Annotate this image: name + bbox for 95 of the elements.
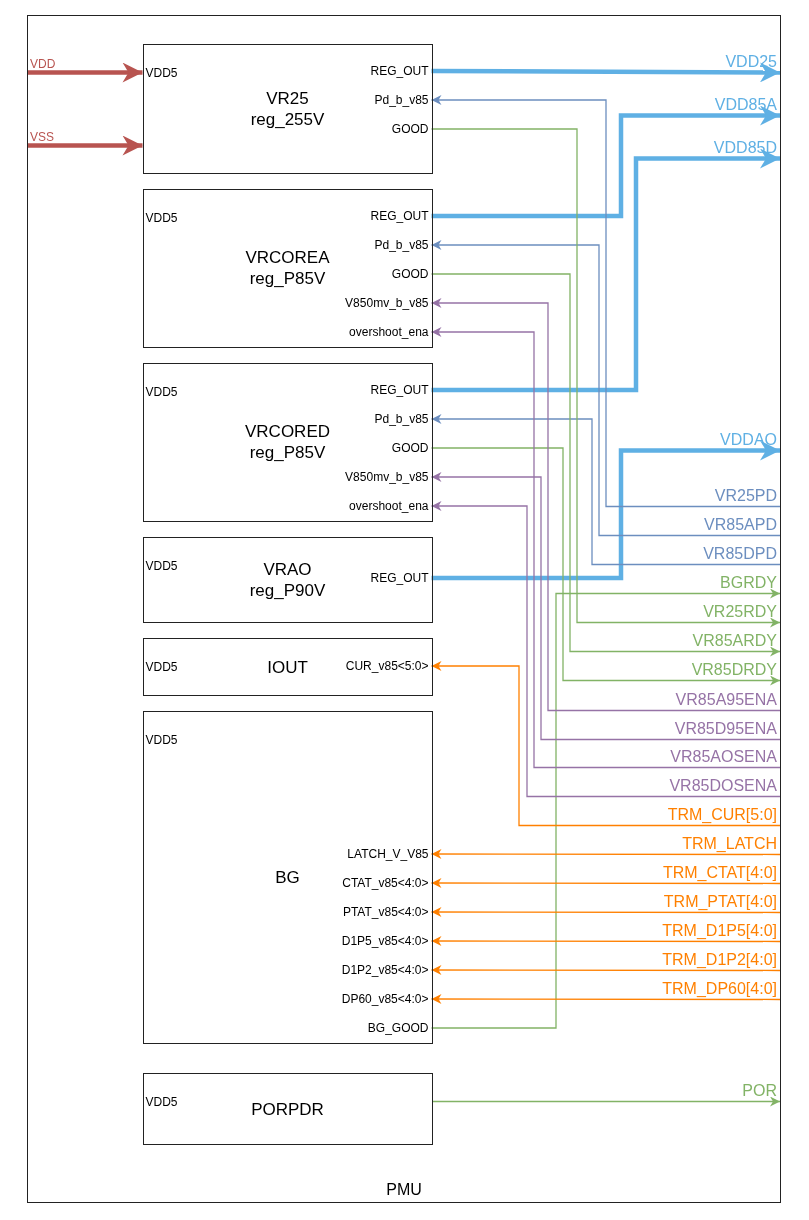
pin-label: VDD5 — [145, 64, 178, 81]
block-box — [142, 362, 433, 522]
arrow — [431, 440, 780, 581]
signal-label: VDD85D — [713, 138, 780, 159]
pin-label: REG_OUT — [370, 208, 432, 224]
arrow — [430, 907, 781, 917]
pin-label: overshoot_ena — [349, 498, 432, 514]
pin-label: D1P5_v85<4:0> — [341, 933, 432, 949]
pin-label: GOOD — [391, 440, 432, 456]
arrow — [430, 472, 781, 741]
pin-label: CUR_v85<5:0> — [345, 658, 432, 674]
signal-label: VR85APD — [704, 515, 780, 536]
block-box — [142, 536, 433, 623]
arrow — [430, 273, 781, 657]
pin-label: VDD5 — [145, 209, 178, 226]
signal-label: VDDAO — [720, 430, 780, 451]
signal-label: VR85DOSENA — [669, 776, 780, 797]
arrow — [431, 62, 780, 83]
pin-label: V850mv_b_v85 — [345, 469, 432, 485]
arrow — [430, 298, 781, 712]
signal-label: TRM_PTAT[4:0] — [663, 892, 780, 913]
signal-label: TRM_CUR[5:0] — [667, 805, 780, 826]
pin-label: D1P2_v85<4:0> — [341, 962, 432, 978]
module-box — [27, 15, 781, 1203]
block-box — [142, 43, 433, 174]
arrow — [430, 849, 781, 859]
signal-label: VR85A95ENA — [675, 690, 780, 711]
pin-label: VDD5 — [145, 383, 178, 400]
block-name: VR25 reg_255V — [249, 87, 326, 130]
pin-label: overshoot_ena — [349, 324, 432, 340]
signal-label: VR25RDY — [703, 602, 780, 623]
signal-label: TRM_CTAT[4:0] — [662, 863, 780, 884]
arrow — [431, 1096, 781, 1107]
signal-label: BGRDY — [720, 573, 780, 594]
arrow — [430, 327, 781, 769]
pin-label: REG_OUT — [370, 63, 432, 79]
module-name: PMU — [386, 1180, 422, 1200]
signal-label: VR85AOSENA — [670, 747, 780, 768]
pin-label: PTAT_v85<4:0> — [342, 904, 432, 920]
pin-label: VDD5 — [145, 658, 178, 675]
pin-label: Pd_b_v85 — [374, 411, 432, 427]
signal-label: TRM_D1P5[4:0] — [662, 921, 780, 942]
pin-label: VDD5 — [145, 557, 178, 574]
arrow — [430, 936, 781, 946]
block-name: VRCOREA reg_P85V — [244, 247, 331, 289]
block-name: VRAO reg_P90V — [248, 558, 327, 601]
pin-label: V850mv_b_v85 — [345, 295, 432, 311]
arrow — [430, 965, 781, 975]
signal-label: TRM_D1P2[4:0] — [662, 950, 780, 971]
block-name: IOUT — [266, 656, 309, 677]
pin-label: BG_GOOD — [367, 1020, 432, 1036]
pin-label: REG_OUT — [370, 382, 432, 398]
arrow — [430, 501, 781, 798]
arrow — [430, 994, 781, 1004]
block-name: VRCORED reg_P85V — [244, 421, 331, 463]
pin-label: REG_OUT — [370, 570, 432, 586]
pin-label: DP60_v85<4:0> — [341, 991, 432, 1007]
arrow — [431, 148, 780, 393]
arrow — [431, 105, 780, 219]
arrow — [430, 128, 781, 628]
block-name: BG — [274, 866, 301, 888]
signal-label: VR85ARDY — [692, 631, 780, 652]
arrow — [430, 414, 781, 566]
arrow — [430, 878, 781, 888]
supply-label: VSS — [28, 129, 54, 146]
pin-label: GOOD — [391, 266, 432, 282]
pin-label: VDD5 — [145, 731, 178, 748]
block-box — [142, 188, 433, 348]
signal-label: TRM_LATCH — [682, 834, 780, 855]
signal-label: POR — [742, 1081, 780, 1102]
arrow — [28, 62, 143, 83]
signal-label: VDD85A — [714, 95, 780, 116]
block-name: PORPDR — [250, 1098, 325, 1119]
signal-label: VR85D95ENA — [674, 719, 780, 740]
supply-label: VDD — [28, 56, 56, 73]
pin-label: LATCH_V_V85 — [347, 846, 432, 862]
signal-label: VR85DRDY — [691, 660, 780, 681]
block-box — [142, 637, 433, 696]
signal-label: TRM_DP60[4:0] — [662, 979, 780, 1000]
signal-label: VDD25 — [725, 52, 780, 73]
block-box — [142, 1072, 433, 1145]
block-box — [142, 710, 433, 1044]
arrow — [430, 447, 781, 686]
pin-label: Pd_b_v85 — [374, 237, 432, 253]
arrow — [430, 240, 781, 537]
arrow — [28, 135, 143, 156]
pin-label: CTAT_v85<4:0> — [342, 875, 432, 891]
pin-label: VDD5 — [145, 1093, 178, 1110]
arrow — [430, 661, 781, 827]
signal-label: VR25PD — [714, 486, 780, 507]
arrow — [430, 588, 781, 1029]
pin-label: Pd_b_v85 — [374, 92, 432, 108]
arrow — [430, 95, 781, 508]
signal-label: VR85DPD — [703, 544, 780, 565]
pin-label: GOOD — [391, 121, 432, 137]
